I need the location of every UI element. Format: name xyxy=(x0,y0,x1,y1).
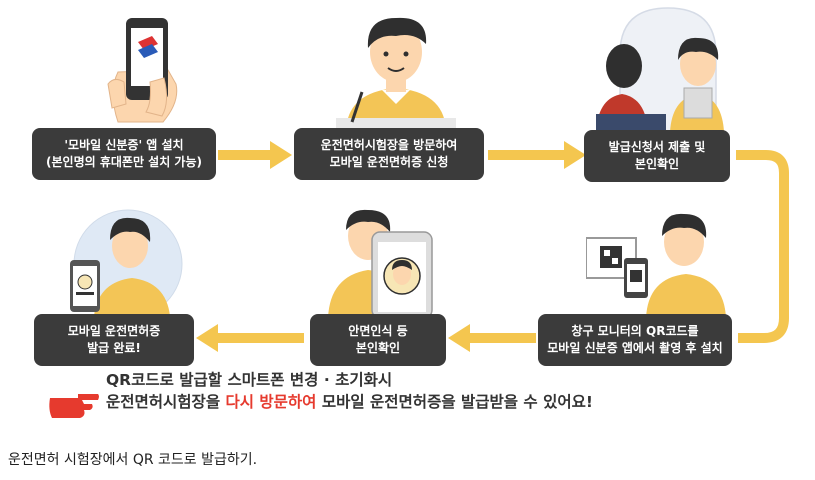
step-4-line-2: 모바일 신분증 앱에서 촬영 후 설치 xyxy=(547,341,723,355)
step-3-line-2: 본인확인 xyxy=(634,157,680,171)
license-complete-illustration xyxy=(70,209,183,316)
image-caption: 운전면허 시험장에서 QR 코드로 발급하기. xyxy=(8,452,258,468)
infographic-panel: '모바일 신분증' 앱 설치 (본인명의 휴대폰만 설치 가능) 운전면허시험장… xyxy=(8,0,810,432)
step-5-line-1: 안면인식 등 xyxy=(348,324,408,338)
face-recognition-illustration xyxy=(328,209,433,318)
flow-arrows xyxy=(196,141,789,352)
step-2-line-1: 운전면허시험장을 방문하여 xyxy=(320,138,458,152)
notice-line-2-pre: 운전면허시험장을 xyxy=(106,393,226,411)
step-3-line-1: 발급신청서 제출 및 xyxy=(608,140,706,154)
step-4-line-1: 창구 모니터의 QR코드를 xyxy=(571,324,699,338)
pen-icon xyxy=(350,91,364,123)
step-1-line-2: (본인명의 휴대폰만 설치 가능) xyxy=(46,155,202,169)
counter-desk-illustration xyxy=(596,7,724,132)
arrow-left-2 xyxy=(196,324,304,352)
step-1-line-1: '모바일 신분증' 앱 설치 xyxy=(64,138,184,152)
hand-phone-illustration xyxy=(107,18,178,123)
qr-monitor-illustration xyxy=(586,213,726,318)
step-1-box: '모바일 신분증' 앱 설치 (본인명의 휴대폰만 설치 가능) xyxy=(32,128,216,180)
arrow-curve xyxy=(736,150,789,343)
step-6-box: 모바일 운전면허증 발급 완료! xyxy=(34,314,194,366)
step-5-box: 안면인식 등 본인확인 xyxy=(310,314,446,366)
notice-line-1: QR코드로 발급할 스마트폰 변경 · 초기화시 xyxy=(106,371,393,389)
notice-text: QR코드로 발급할 스마트폰 변경 · 초기화시 운전면허시험장을 다시 방문하… xyxy=(106,369,593,413)
step-6-line-1: 모바일 운전면허증 xyxy=(67,324,161,338)
arrow-left-1 xyxy=(448,324,536,352)
notice-highlight: 다시 방문하여 xyxy=(225,393,317,411)
notice-line-2-post: 모바일 운전면허증을 발급받을 수 있어요! xyxy=(316,393,593,411)
step-5-line-2: 본인확인 xyxy=(355,341,401,355)
step-3-box: 발급신청서 제출 및 본인확인 xyxy=(584,130,730,182)
arrow-right-2 xyxy=(488,141,586,169)
pointing-hand-icon xyxy=(49,394,99,418)
step-2-box: 운전면허시험장을 방문하여 모바일 운전면허증 신청 xyxy=(294,128,484,180)
person-writing-illustration xyxy=(336,17,456,130)
step-2-line-2: 모바일 운전면허증 신청 xyxy=(329,155,449,169)
notice-line-2: 운전면허시험장을 다시 방문하여 모바일 운전면허증을 발급받을 수 있어요! xyxy=(106,391,593,413)
step-4-box: 창구 모니터의 QR코드를 모바일 신분증 앱에서 촬영 후 설치 xyxy=(538,314,732,366)
arrow-right-1 xyxy=(218,141,292,169)
step-6-line-2: 발급 완료! xyxy=(87,341,141,355)
